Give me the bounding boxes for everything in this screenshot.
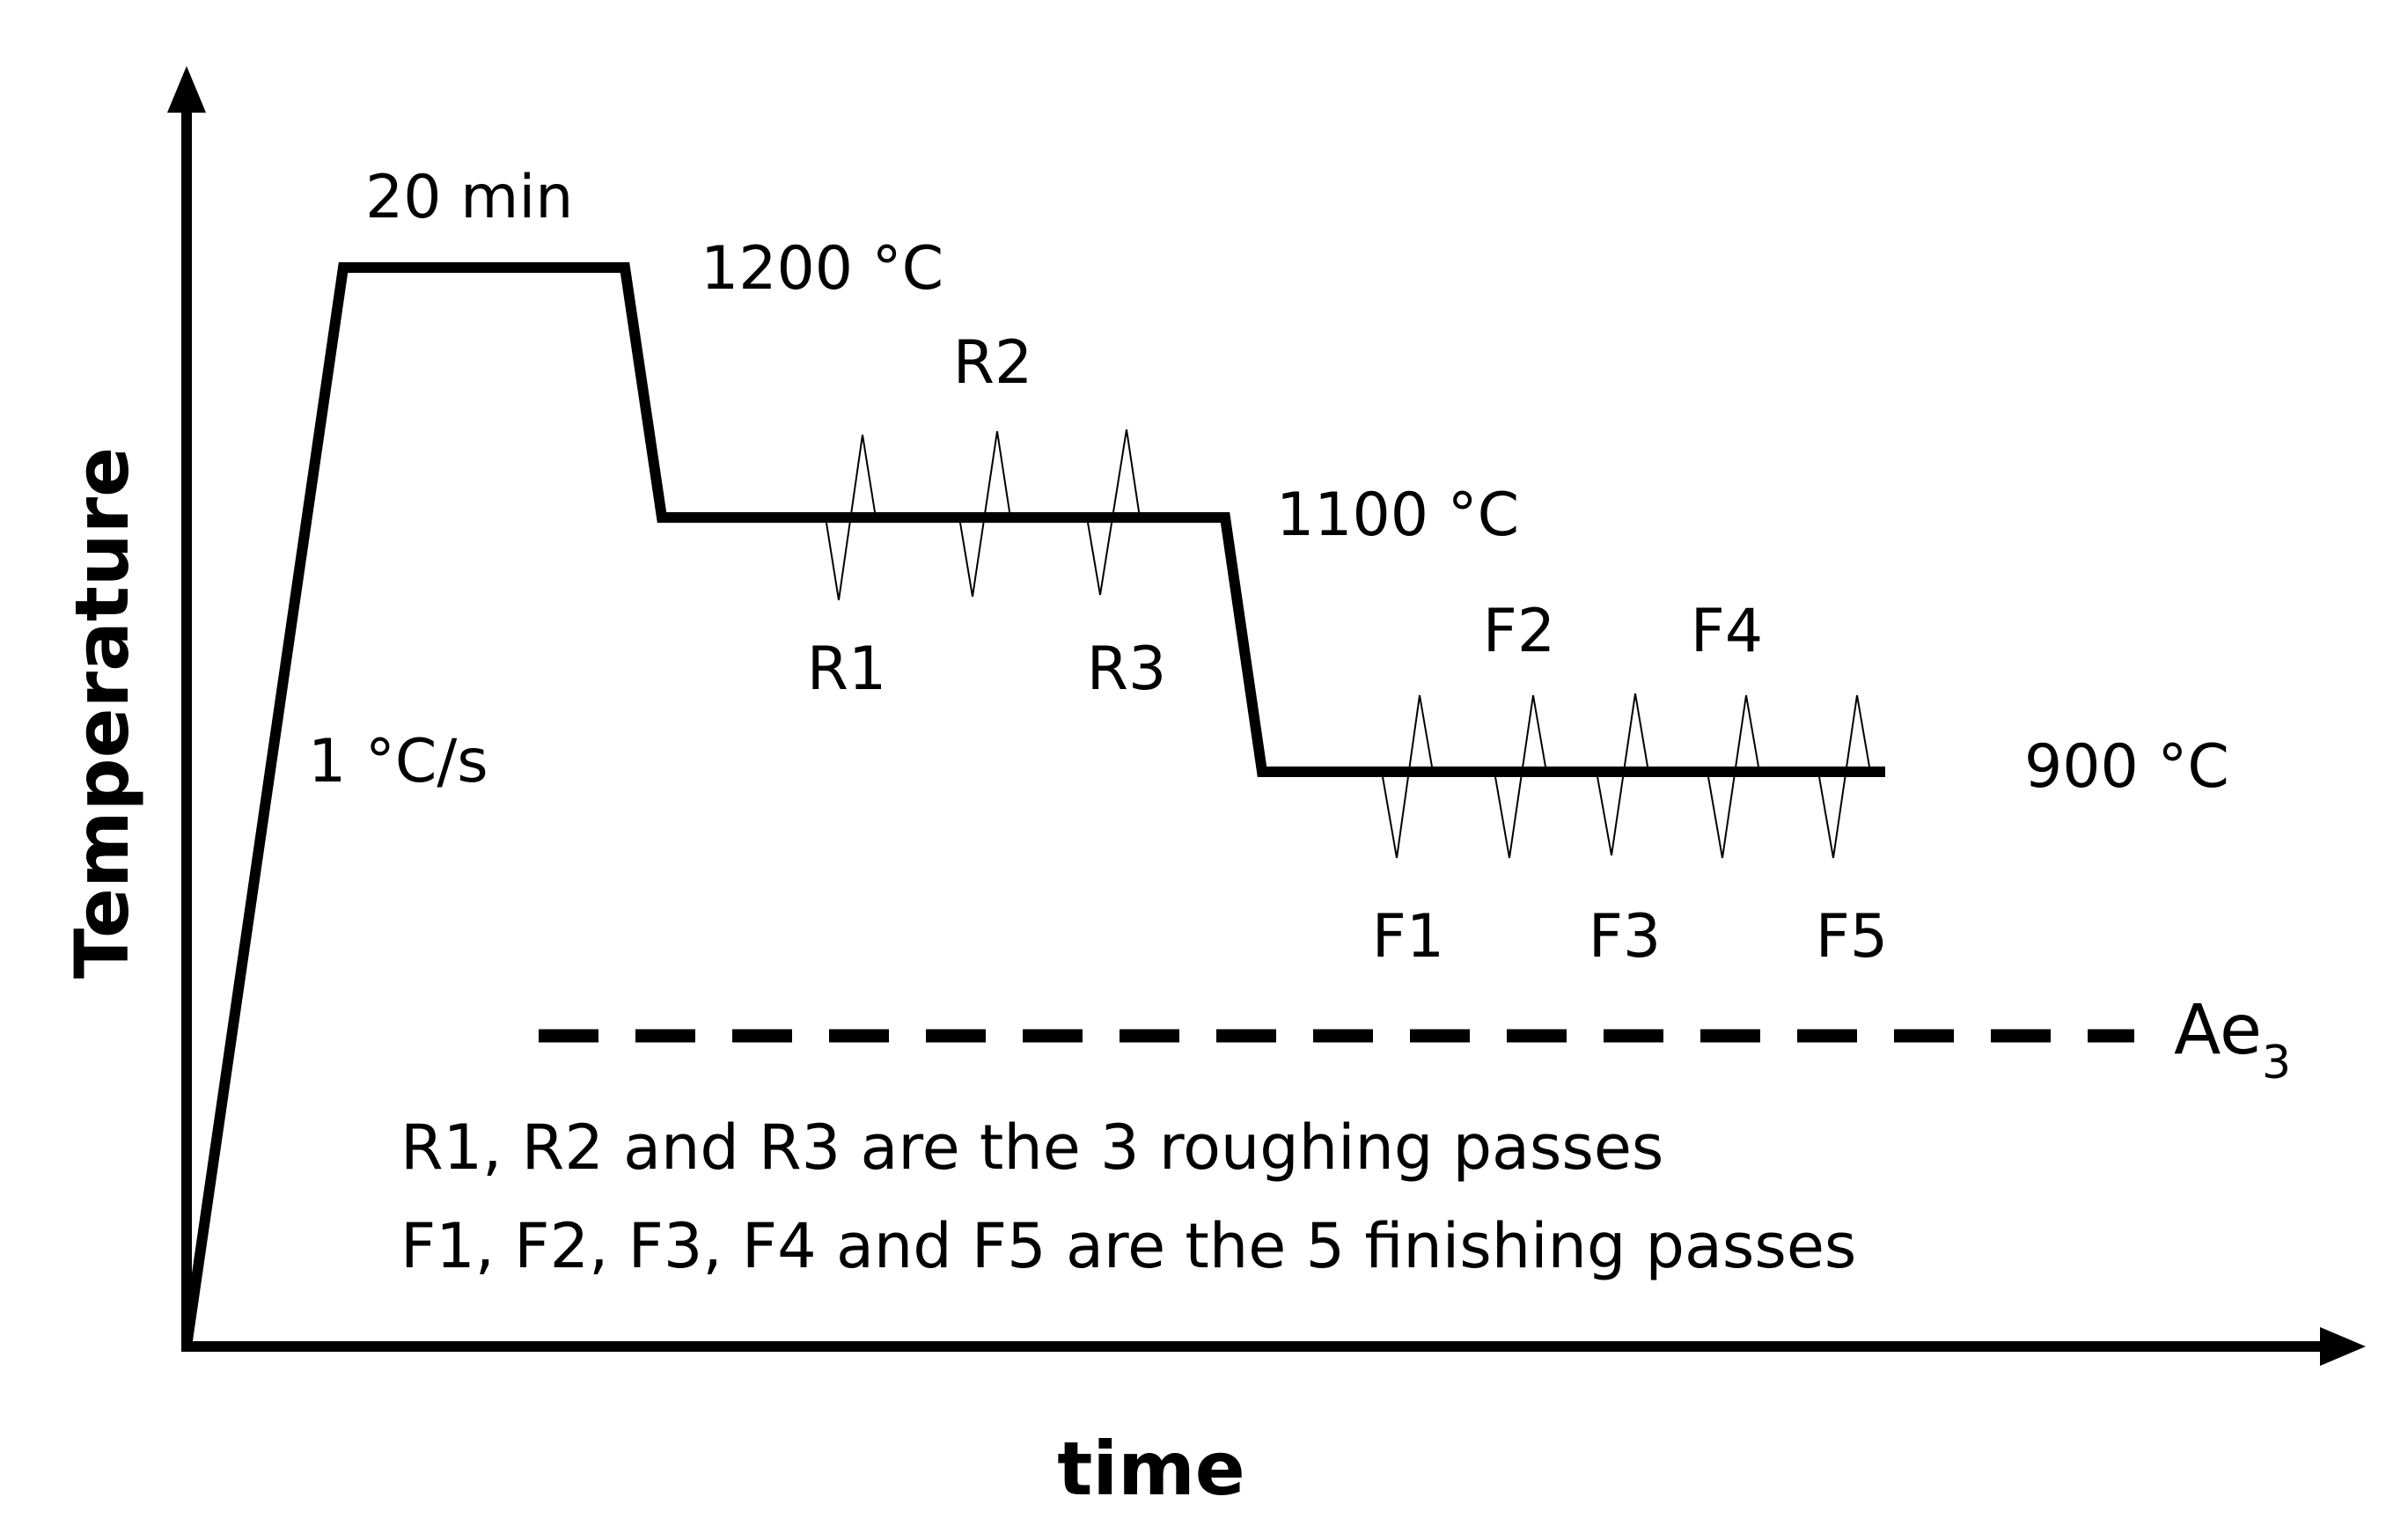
pass-label-f3: F3 — [1589, 902, 1661, 972]
finishing-pass-marks — [1381, 693, 1871, 859]
pass-label-f1: F1 — [1372, 902, 1444, 972]
ae3-label: Ae3 — [2174, 991, 2291, 1089]
finishing-pass-mark — [1381, 694, 1434, 859]
reheat-temp-label: 1200 °C — [701, 234, 943, 304]
y-axis-arrowhead — [167, 66, 206, 113]
hold-time-label: 20 min — [365, 163, 573, 232]
roughing-pass-mark — [958, 430, 1011, 598]
finishing-pass-mark — [1494, 694, 1547, 859]
roughing-passes-note: R1, R2 and R3 are the 3 roughing passes — [400, 1111, 1663, 1184]
roughing-pass-marks — [825, 429, 1141, 601]
y-axis-title: Temperature — [59, 447, 145, 979]
pass-label-r3: R3 — [1087, 635, 1167, 704]
roughing-temp-label: 1100 °C — [1276, 481, 1519, 550]
pass-label-f2: F2 — [1483, 597, 1555, 666]
pass-label-f4: F4 — [1691, 597, 1763, 666]
pass-label-r1: R1 — [807, 635, 887, 704]
roughing-pass-mark — [825, 434, 877, 601]
x-axis-title: time — [1057, 1426, 1244, 1512]
ae3-label-subscript: 3 — [2262, 1037, 2291, 1089]
roughing-pass-mark — [1086, 429, 1141, 596]
x-axis-arrowhead — [2320, 1327, 2366, 1366]
ae3-label-base: Ae — [2174, 991, 2262, 1070]
finishing-pass-mark — [1817, 694, 1871, 859]
pass-label-r2: R2 — [953, 328, 1033, 398]
pass-label-f5: F5 — [1816, 902, 1888, 972]
temperature-profile-line — [181, 262, 1885, 1347]
finishing-pass-mark — [1707, 694, 1760, 859]
finishing-passes-note: F1, F2, F3, F4 and F5 are the 5 finishin… — [400, 1210, 1856, 1282]
finishing-temp-label: 900 °C — [2024, 732, 2229, 802]
finishing-pass-mark — [1596, 693, 1649, 856]
heating-rate-label: 1 °C/s — [308, 727, 488, 796]
